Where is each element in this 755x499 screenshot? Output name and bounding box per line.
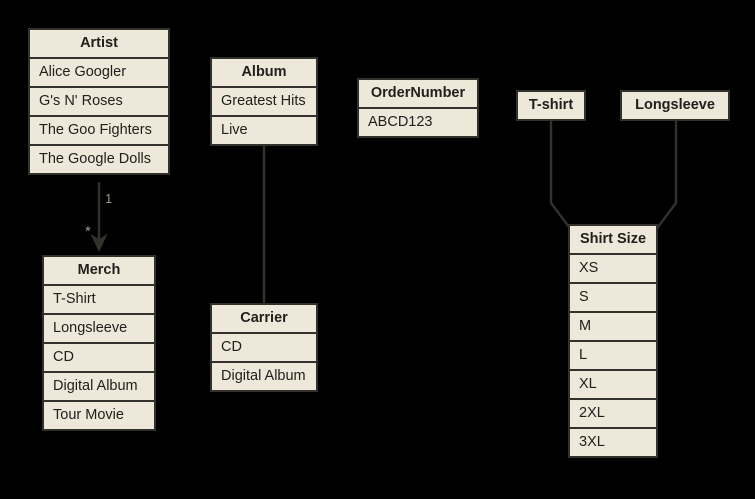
- entity-shirtsize-row[interactable]: L: [570, 342, 656, 369]
- entity-carrier-title: Carrier: [212, 305, 316, 332]
- entity-album[interactable]: Album Greatest Hits Live: [210, 57, 318, 146]
- entity-album-row[interactable]: Greatest Hits: [212, 88, 316, 115]
- edge-longsleeve-to-shirtsize: [654, 119, 678, 232]
- entity-carrier[interactable]: Carrier CD Digital Album: [210, 303, 318, 392]
- edge-tshirt-to-shirtsize: [549, 119, 573, 232]
- edge-label-many: *: [85, 223, 91, 240]
- entity-artist-row[interactable]: Alice Googler: [30, 59, 168, 86]
- entity-shirtsize[interactable]: Shirt Size XS S M L XL 2XL 3XL: [568, 224, 658, 458]
- entity-merch-row[interactable]: T-Shirt: [44, 286, 154, 313]
- entity-shirtsize-row[interactable]: XS: [570, 255, 656, 282]
- entity-ordernumber-title: OrderNumber: [359, 80, 477, 107]
- entity-shirtsize-title: Shirt Size: [570, 226, 656, 253]
- entity-carrier-row[interactable]: Digital Album: [212, 363, 316, 390]
- entity-merch[interactable]: Merch T-Shirt Longsleeve CD Digital Albu…: [42, 255, 156, 431]
- edge-label-one: 1: [105, 191, 113, 206]
- entity-longsleeve[interactable]: Longsleeve: [620, 90, 730, 121]
- entity-merch-row[interactable]: Tour Movie: [44, 402, 154, 429]
- entity-merch-row[interactable]: CD: [44, 344, 154, 371]
- entity-ordernumber[interactable]: OrderNumber ABCD123: [357, 78, 479, 138]
- entity-album-title: Album: [212, 59, 316, 86]
- entity-shirtsize-row[interactable]: 3XL: [570, 429, 656, 456]
- entity-artist[interactable]: Artist Alice Googler G's N' Roses The Go…: [28, 28, 170, 175]
- entity-ordernumber-row[interactable]: ABCD123: [359, 109, 477, 136]
- entity-merch-row[interactable]: Digital Album: [44, 373, 154, 400]
- entity-artist-row[interactable]: The Goo Fighters: [30, 117, 168, 144]
- entity-carrier-row[interactable]: CD: [212, 334, 316, 361]
- entity-merch-row[interactable]: Longsleeve: [44, 315, 154, 342]
- entity-artist-title: Artist: [30, 30, 168, 57]
- entity-merch-title: Merch: [44, 257, 154, 284]
- entity-shirtsize-row[interactable]: S: [570, 284, 656, 311]
- entity-shirtsize-row[interactable]: XL: [570, 371, 656, 398]
- entity-shirtsize-row[interactable]: M: [570, 313, 656, 340]
- entity-longsleeve-title: Longsleeve: [622, 92, 728, 119]
- entity-tshirt[interactable]: T-shirt: [516, 90, 586, 121]
- entity-tshirt-title: T-shirt: [518, 92, 584, 119]
- entity-album-row[interactable]: Live: [212, 117, 316, 144]
- entity-artist-row[interactable]: G's N' Roses: [30, 88, 168, 115]
- entity-artist-row[interactable]: The Google Dolls: [30, 146, 168, 173]
- entity-shirtsize-row[interactable]: 2XL: [570, 400, 656, 427]
